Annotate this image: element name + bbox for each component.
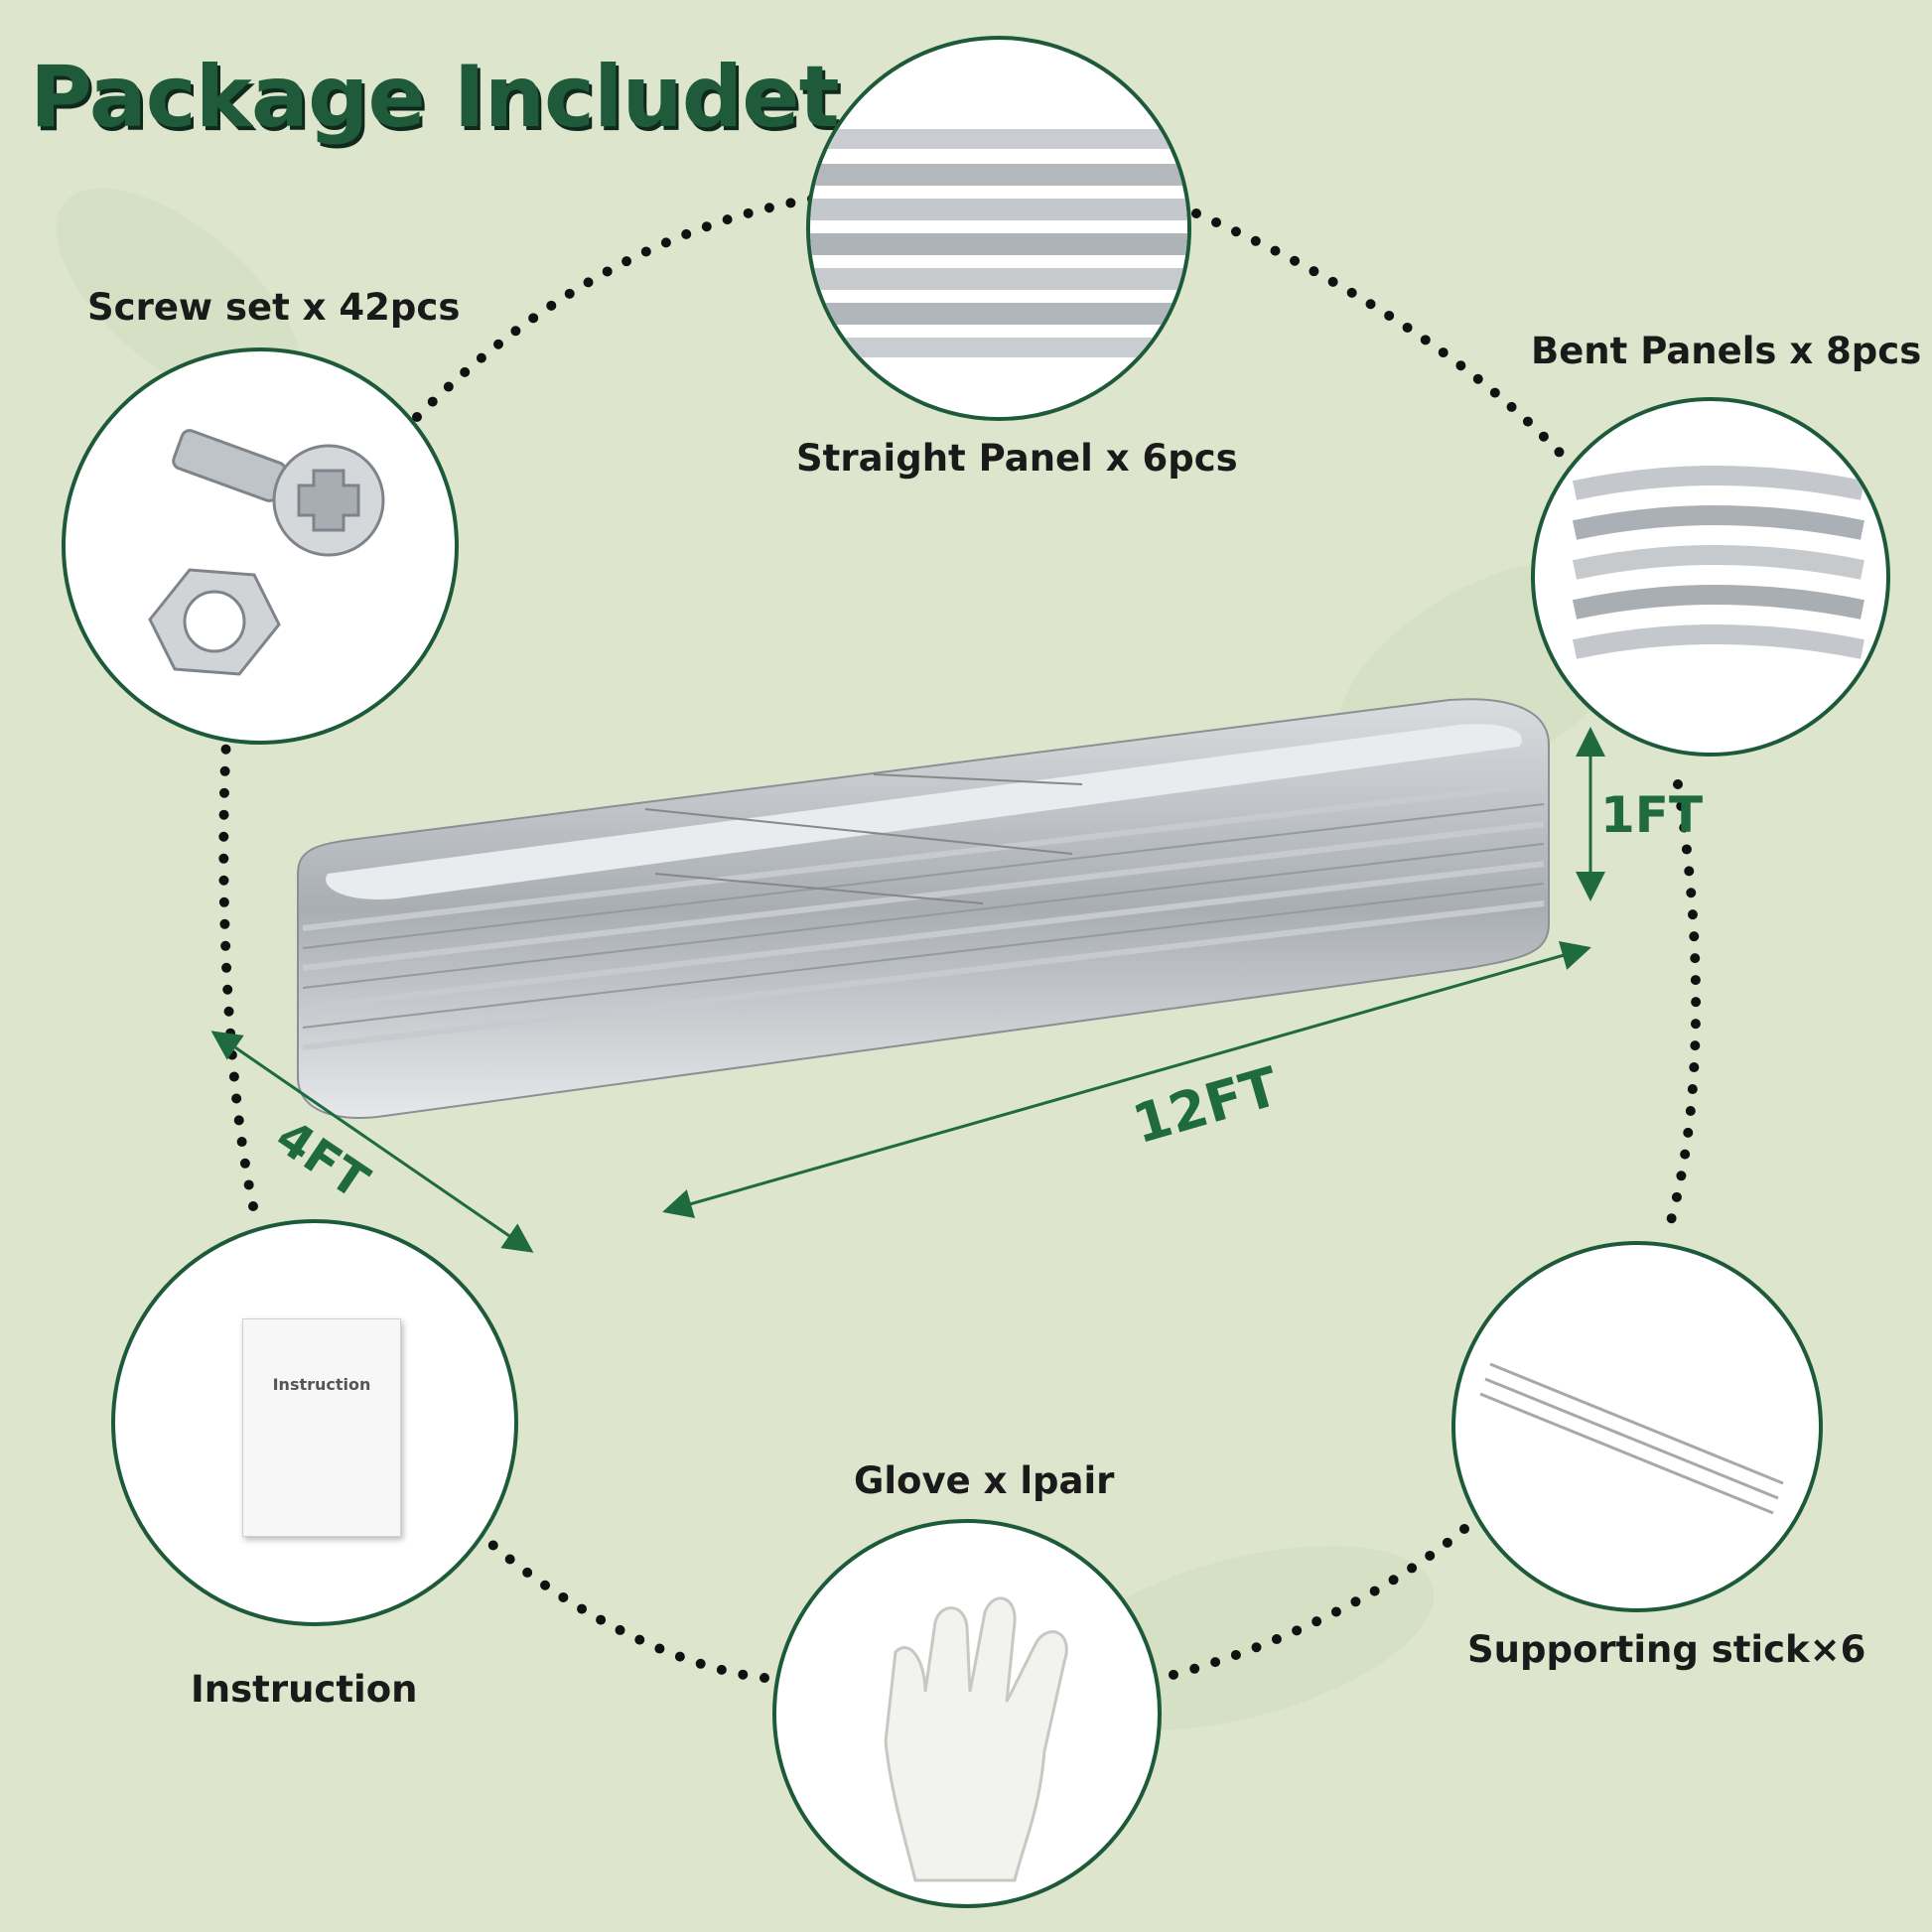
length-arrow (662, 940, 1591, 1219)
page-title: Package Includet (30, 48, 840, 147)
straight-panel-label: Straight Panel x 6pcs (796, 437, 1238, 480)
booklet-title: Instruction (272, 1375, 371, 1394)
bent-panels-label: Bent Panels x 8pcs (1531, 330, 1922, 372)
instruction-circle: Instruction (111, 1219, 518, 1626)
raised-bed-illustration (297, 698, 1550, 1119)
glove-circle (772, 1519, 1162, 1908)
screw-and-nut-icon (148, 429, 385, 676)
bent-panels-circle (1531, 397, 1890, 757)
screw-set-circle (62, 347, 459, 745)
straight-panel-circle (806, 36, 1191, 421)
width-arrow (210, 1031, 534, 1253)
instruction-label: Instruction (191, 1668, 418, 1711)
dotted-ring (218, 194, 1702, 1683)
glove-label: Glove x lpair (854, 1459, 1115, 1502)
supporting-stick-label: Supporting stick×6 (1467, 1628, 1866, 1671)
straight-panel-image (810, 129, 1187, 357)
glove-icon (884, 1596, 1068, 1882)
screw-set-label: Screw set x 42pcs (87, 286, 461, 329)
supporting-stick-circle (1451, 1241, 1823, 1612)
height-dimension: 1FT (1600, 786, 1704, 844)
supporting-stick-image (1479, 1362, 1784, 1515)
instruction-booklet: Instruction (242, 1318, 401, 1537)
bent-panel-image (1572, 466, 1864, 659)
